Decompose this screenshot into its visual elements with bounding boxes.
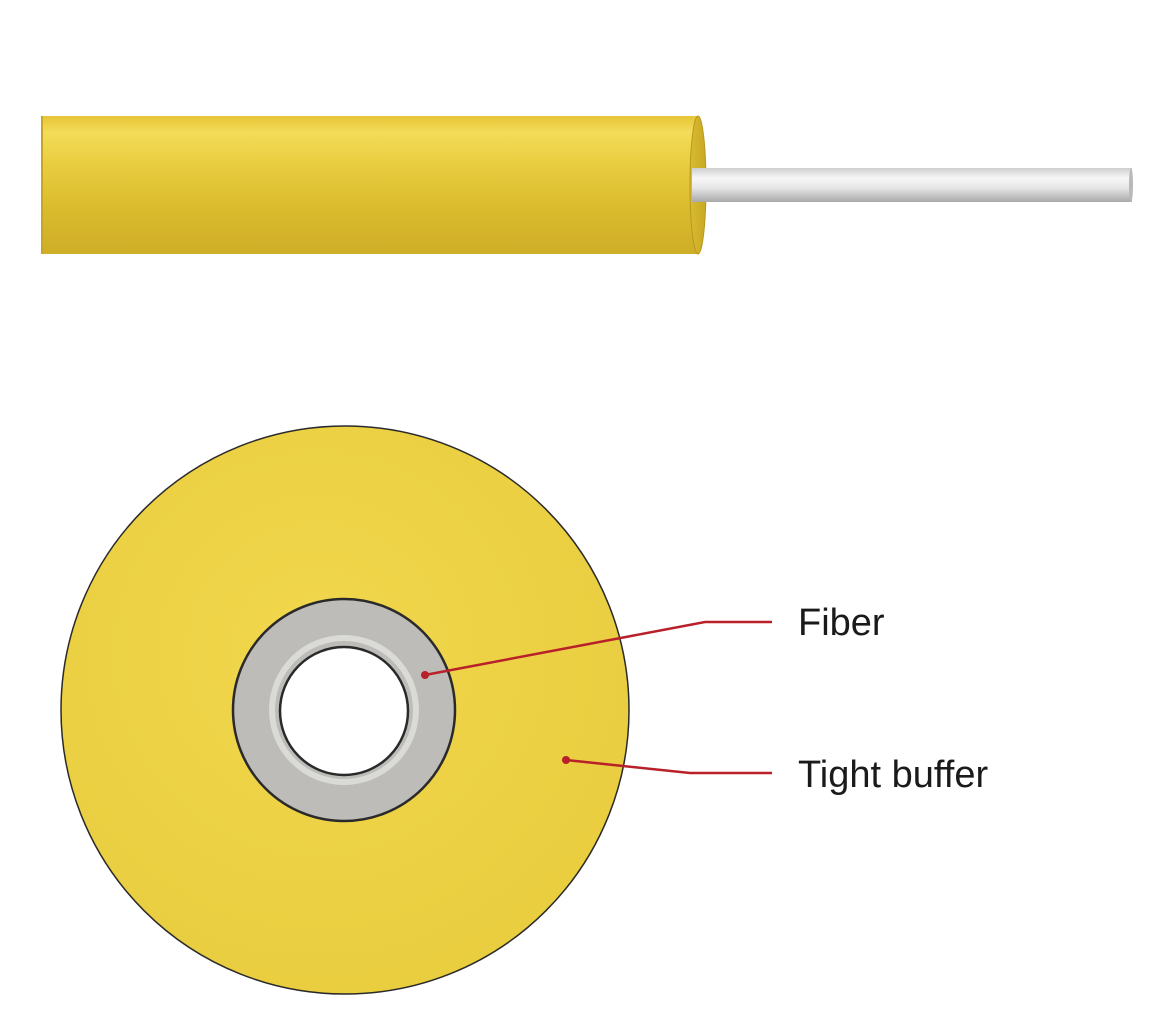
label-fiber: Fiber — [798, 602, 885, 644]
side-view — [41, 115, 1133, 255]
fiber-leader-dot — [421, 671, 429, 679]
fiber-strand — [692, 168, 1132, 202]
label-tight-buffer: Tight buffer — [798, 754, 988, 796]
tight-buffer-leader-dot — [562, 756, 570, 764]
fiber-core — [278, 645, 410, 777]
callout-tight-buffer: Tight buffer — [562, 754, 988, 796]
tight-buffer-leader-line — [565, 758, 772, 775]
fiber-ring-highlight — [269, 635, 419, 785]
fiber-leader-line — [424, 620, 772, 677]
cross-section-view — [60, 425, 630, 995]
callout-fiber: Fiber — [421, 602, 885, 679]
buffer-tube — [42, 116, 698, 254]
fiber-strand-end — [1129, 168, 1133, 202]
